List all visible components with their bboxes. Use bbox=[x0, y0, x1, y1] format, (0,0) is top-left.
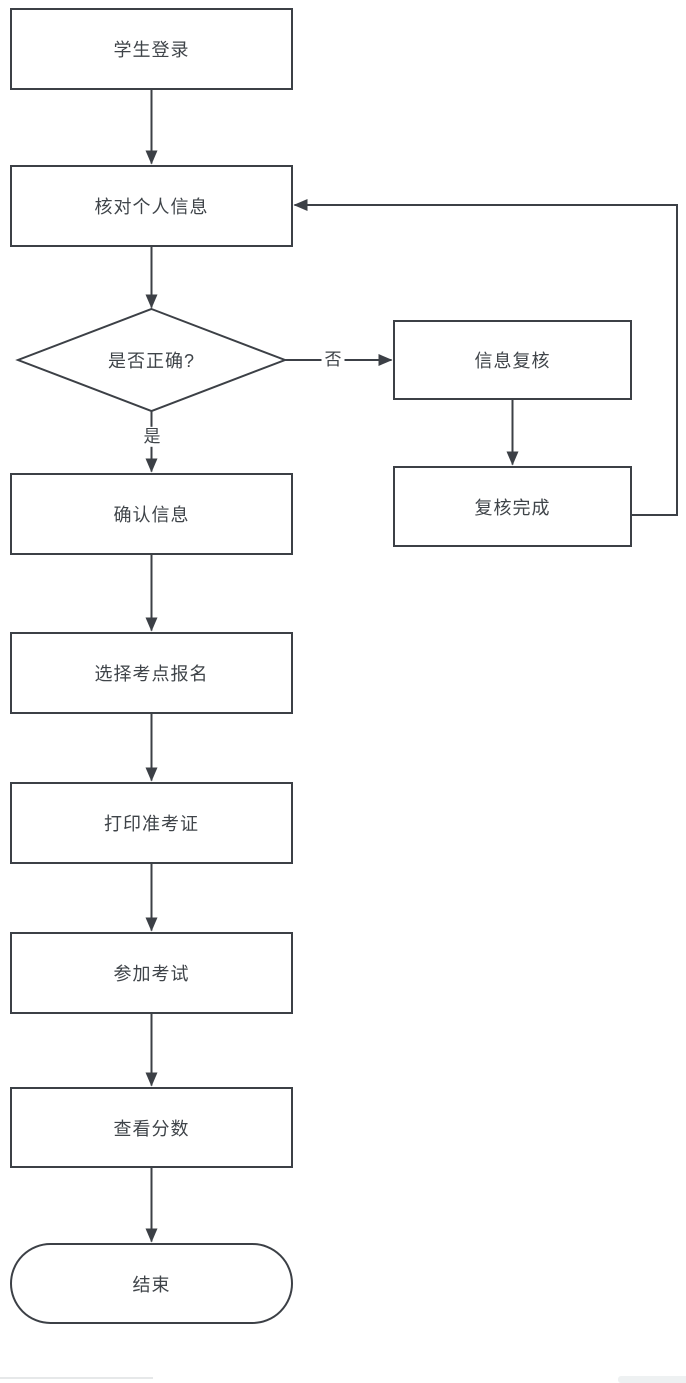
connector-loop-back-to-verify bbox=[293, 199, 678, 516]
node-verify-personal-info: 核对个人信息 bbox=[10, 165, 293, 247]
node-student-login: 学生登录 bbox=[10, 8, 293, 90]
node-take-exam: 参加考试 bbox=[10, 932, 293, 1014]
node-end-label: 结束 bbox=[132, 1274, 171, 1295]
node-student-login-label: 学生登录 bbox=[113, 40, 190, 60]
node-review-complete-label: 复核完成 bbox=[474, 497, 551, 518]
node-select-exam-site: 选择考点报名 bbox=[10, 632, 293, 714]
node-print-admission-ticket: 打印准考证 bbox=[10, 782, 293, 864]
node-end: 结束 bbox=[10, 1243, 293, 1324]
node-print-admission-ticket-label: 打印准考证 bbox=[104, 814, 199, 834]
node-decision-label: 是否正确? bbox=[107, 351, 195, 371]
node-review-complete: 复核完成 bbox=[393, 466, 632, 547]
node-decision-diamond-shape bbox=[15, 307, 288, 413]
bottom-divider-left bbox=[0, 1377, 153, 1379]
node-info-review-label: 信息复核 bbox=[474, 351, 551, 371]
node-decision-label-box: 是否正确? bbox=[40, 340, 263, 380]
node-info-review: 信息复核 bbox=[393, 320, 632, 400]
bottom-divider-right bbox=[618, 1376, 686, 1383]
node-take-exam-label: 参加考试 bbox=[113, 964, 190, 984]
node-verify-personal-info-label: 核对个人信息 bbox=[94, 197, 209, 217]
edge-label-yes: 是 bbox=[140, 426, 164, 448]
node-select-exam-site-label: 选择考点报名 bbox=[94, 664, 209, 684]
node-confirm-info: 确认信息 bbox=[10, 473, 293, 555]
node-view-score-label: 查看分数 bbox=[113, 1118, 190, 1139]
edge-label-no: 否 bbox=[321, 349, 345, 371]
node-confirm-info-label: 确认信息 bbox=[113, 505, 190, 525]
node-view-score: 查看分数 bbox=[10, 1087, 293, 1168]
